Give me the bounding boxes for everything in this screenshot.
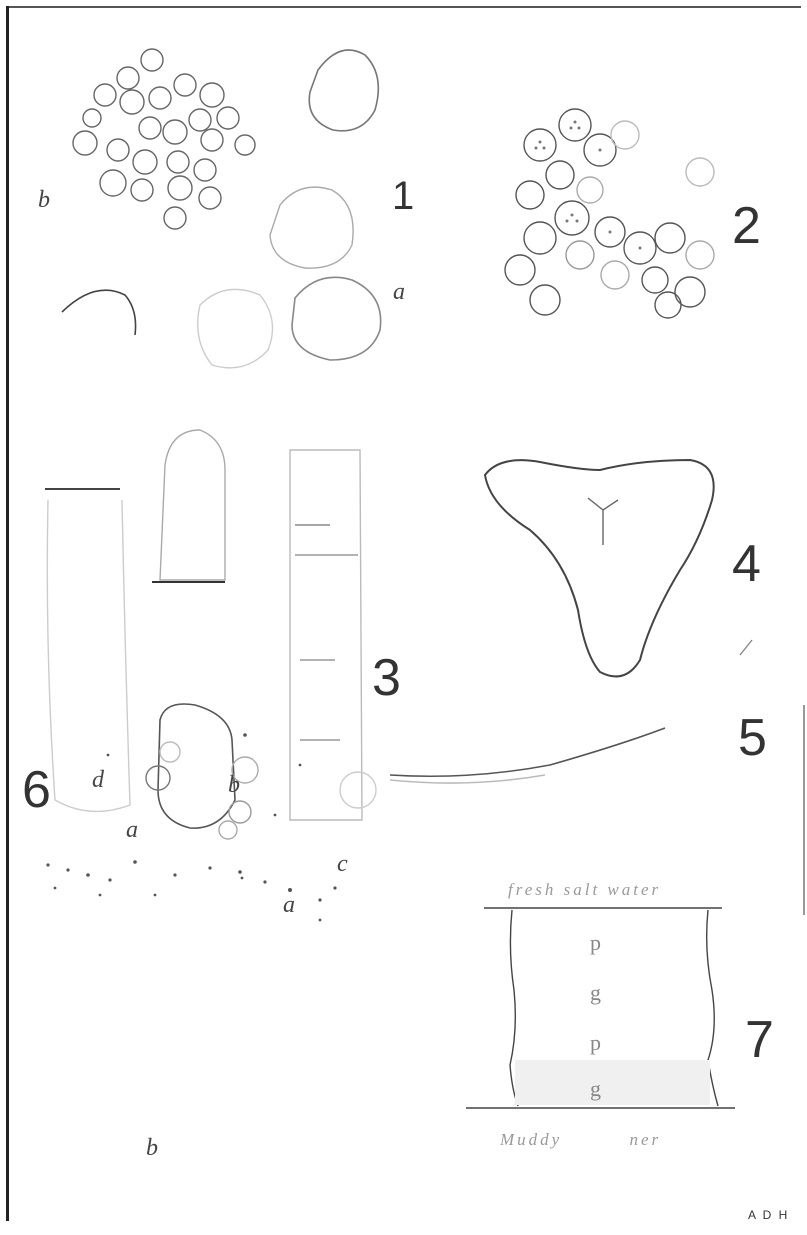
fig4-drawing bbox=[485, 460, 752, 676]
fig5-number: 5 bbox=[738, 712, 767, 764]
fig5-drawing bbox=[390, 728, 665, 783]
fig7-layer-2: g bbox=[590, 982, 601, 1004]
fig1-drawing bbox=[62, 49, 381, 368]
fig4-trilete-mark bbox=[588, 498, 618, 545]
fig1-label-b: b bbox=[38, 188, 50, 212]
fig3-label-a: a bbox=[126, 818, 138, 842]
fig6-label-b: b bbox=[146, 1136, 158, 1160]
fig4-number: 4 bbox=[732, 538, 761, 590]
fig5-filament bbox=[390, 728, 665, 776]
fig1-label-a: a bbox=[393, 280, 405, 304]
fig4-spore-outline bbox=[485, 460, 714, 676]
fig3-cell-a bbox=[47, 500, 130, 811]
fig7-bottom-caption: Muddy ner bbox=[500, 1130, 661, 1150]
fig7-layer-3: p bbox=[590, 1032, 601, 1054]
fig2-number: 2 bbox=[732, 200, 761, 252]
fig2-drawing bbox=[505, 109, 714, 318]
fig3-cell-b-top bbox=[160, 430, 225, 580]
fig1-cell-middle bbox=[270, 187, 353, 268]
fig7-layer-4: g bbox=[590, 1078, 601, 1100]
fig1-arc bbox=[62, 290, 136, 335]
fig3-number: 3 bbox=[372, 652, 401, 704]
artist-initials: A D H bbox=[748, 1208, 789, 1222]
fig1-sphere-cluster bbox=[73, 49, 255, 229]
fig7-lower-band bbox=[515, 1060, 710, 1105]
fig3-cell-b-bottom bbox=[158, 704, 235, 828]
fig6-number: 6 bbox=[22, 764, 51, 816]
fig7-layer-1: p bbox=[590, 932, 601, 954]
fig3-label-c: c bbox=[337, 852, 348, 876]
fig1-cell-bottom bbox=[292, 277, 381, 360]
fig7-top-caption: fresh salt water bbox=[508, 880, 661, 900]
fig6-label-d: d bbox=[92, 768, 104, 792]
fig1-cell-top bbox=[309, 50, 378, 131]
fig6-drawing bbox=[46, 733, 376, 921]
fig6-label-a: a bbox=[283, 893, 295, 917]
fig1-cell-faint bbox=[198, 289, 273, 367]
fig1-number: 1 bbox=[392, 176, 414, 216]
fig7-number: 7 bbox=[745, 1014, 774, 1066]
fig3-label-b: b bbox=[228, 773, 240, 797]
